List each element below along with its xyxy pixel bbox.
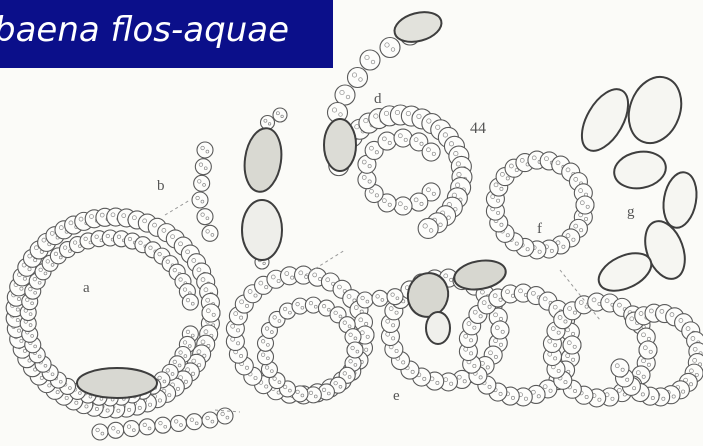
- filament-b-cell: [202, 225, 218, 241]
- filament-d-cell: [422, 143, 440, 161]
- filament-a-cell: [182, 294, 198, 310]
- filament-a-cell: [217, 408, 233, 424]
- filament-f-cell: [576, 196, 594, 214]
- panel-label-b: b: [157, 178, 165, 194]
- filament-e-cell: [347, 342, 363, 358]
- filament-e-cell: [611, 359, 629, 377]
- filament-a-cell: [202, 304, 220, 322]
- filament-d-cell: [378, 132, 396, 150]
- filament-a-cell: [186, 414, 202, 430]
- filament-a-cell: [123, 421, 139, 437]
- panel-label-g: g: [627, 204, 635, 220]
- connector-line: [305, 250, 345, 275]
- filament-e-cell: [563, 336, 581, 354]
- akinete-a: [77, 368, 157, 398]
- filament-b-cell: [195, 159, 211, 175]
- figure-number: 44: [470, 120, 486, 137]
- filament-a-cell: [155, 417, 171, 433]
- filament-d-cell: [380, 38, 400, 58]
- akinete-d: [324, 119, 356, 171]
- filament-d-cell: [360, 50, 380, 70]
- cell-g: [611, 148, 668, 192]
- akinete-b: [241, 126, 286, 194]
- akinete-b: [242, 200, 282, 260]
- panel-label-e: e: [393, 388, 400, 404]
- filament-d-cell: [348, 68, 368, 88]
- filament-d-cell: [418, 218, 438, 238]
- filament-a-cell: [139, 419, 155, 435]
- panel-label-a: a: [83, 280, 90, 296]
- cell-g: [572, 82, 637, 159]
- filament-d-cell: [394, 129, 412, 147]
- filament-d-cell: [410, 193, 428, 211]
- cell-g: [659, 170, 700, 231]
- heterocyst-d: [391, 7, 445, 46]
- filament-b-cell: [197, 142, 213, 158]
- filament-a-cell: [171, 415, 187, 431]
- filament-a-cell: [108, 422, 124, 438]
- filament-e-cell: [639, 341, 657, 359]
- filament-a-cell: [92, 424, 108, 440]
- heterocyst-e: [426, 312, 450, 344]
- filament-b-cell: [197, 209, 213, 225]
- connector-line: [165, 200, 190, 215]
- filament-b-cell: [273, 108, 287, 122]
- filament-b-cell: [192, 192, 208, 208]
- filament-e-cell: [491, 321, 509, 339]
- filament-e-cell: [372, 290, 388, 306]
- filament-a-cell: [202, 412, 218, 428]
- filament-e-cell: [387, 289, 403, 305]
- panel-label-f: f: [537, 221, 542, 237]
- filament-d-cell: [394, 197, 412, 215]
- panel-label-d: d: [374, 91, 382, 107]
- filament-b-cell: [194, 175, 210, 191]
- cell-g: [620, 69, 690, 150]
- filament-e-cell: [357, 292, 373, 308]
